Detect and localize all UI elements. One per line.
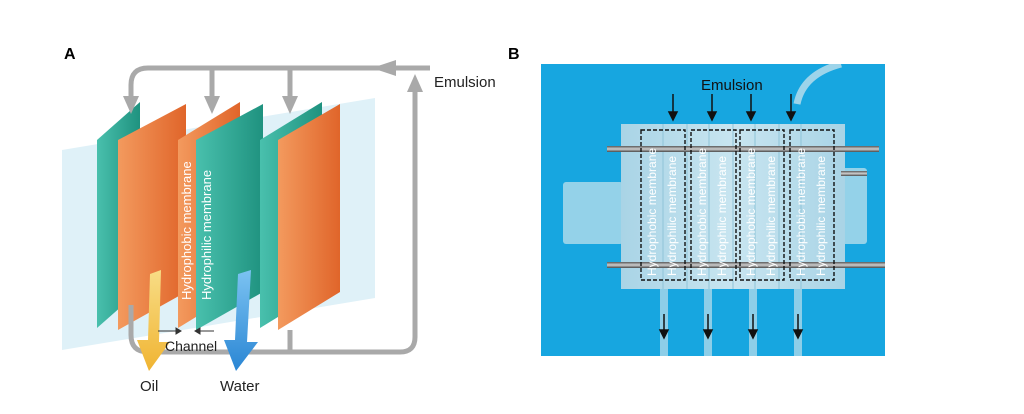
channel-label: Channel — [165, 338, 217, 354]
membrane-label-6: Hydrophilic membrane — [764, 156, 778, 276]
water-label: Water — [220, 378, 259, 395]
threaded-rod-top — [607, 146, 879, 152]
membrane-pairs — [640, 129, 835, 281]
membrane-label-1: Hydrophobic membrane — [645, 148, 659, 276]
threaded-rod-bottom — [607, 262, 885, 268]
panel-a-letter: A — [64, 46, 76, 63]
membrane-pair-3 — [739, 129, 785, 281]
flow-arrowhead-up — [407, 74, 423, 92]
emulsion-label-a: Emulsion — [434, 74, 496, 91]
emulsion-label-b: Emulsion — [701, 77, 763, 94]
device-photo: Hydrophobic membrane Hydrophilic membran… — [541, 64, 885, 356]
membrane-label-7: Hydrophobic membrane — [794, 148, 808, 276]
emulsion-pipe — [128, 65, 430, 355]
panel-b-letter: B — [508, 46, 520, 63]
oil-output-arrow — [137, 270, 170, 371]
hydrophobic-membrane-label: Hydrophobic membrane — [179, 161, 194, 300]
flow-arrows — [123, 60, 423, 114]
hydrophobic-membrane-3 — [278, 104, 340, 330]
hydrophilic-membrane-label: Hydrophilic membrane — [199, 170, 214, 300]
oil-label: Oil — [140, 378, 158, 395]
membrane-pair-1 — [640, 129, 686, 281]
flow-arrowhead-left — [372, 60, 396, 76]
inlet-arrows — [667, 94, 797, 122]
membrane-pair-2 — [690, 129, 737, 281]
outlet-arrows — [658, 314, 804, 340]
rod-stub — [841, 171, 867, 176]
flow-arrowhead-down-2 — [204, 96, 220, 114]
membrane-label-4: Hydrophilic membrane — [715, 156, 729, 276]
flow-arrowhead-down-3 — [282, 96, 298, 114]
inlet-tube — [793, 64, 842, 105]
flow-arrowhead-down-1 — [123, 96, 139, 114]
channel-indicator — [158, 327, 214, 335]
membrane-label-2: Hydrophilic membrane — [665, 156, 679, 276]
membrane-pair-4 — [789, 129, 835, 281]
water-output-arrow — [224, 270, 258, 371]
membrane-label-5: Hydrophobic membrane — [744, 148, 758, 276]
membrane-label-3: Hydrophobic membrane — [695, 148, 709, 276]
membrane-label-8: Hydrophilic membrane — [814, 156, 828, 276]
hydrophobic-membrane-1 — [118, 104, 186, 330]
membrane-schematic: Hydrophobic membrane Hydrophilic membran… — [62, 60, 496, 395]
